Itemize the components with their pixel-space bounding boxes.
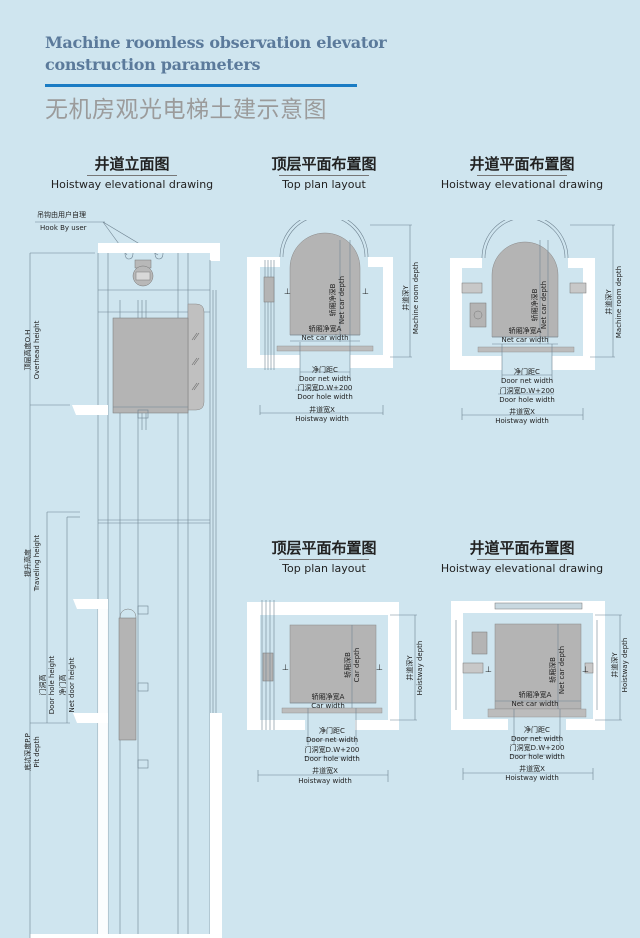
hook-label-cn: 吊钩由用户自理 bbox=[37, 210, 86, 219]
heading-hoistway-plan-1: 井道平面布置图 Hoistway elevational drawing bbox=[422, 154, 622, 192]
rail-bracket-icon: ⊥ bbox=[582, 665, 589, 674]
hoistway-width-en: Hoistway width bbox=[495, 417, 549, 425]
heading-top-plan-1: 顶层平面布置图 Top plan layout bbox=[224, 154, 424, 192]
hoistway-depth-cn: 井道深Y bbox=[405, 655, 414, 681]
hoistway-width-cn: 井道宽X bbox=[309, 405, 335, 414]
hole-width-cn: 门洞宽D.W+200 bbox=[298, 383, 353, 392]
hoistway-width-en: Hoistway width bbox=[295, 415, 349, 423]
heading-top-plan-2: 顶层平面布置图 Top plan layout bbox=[224, 538, 424, 576]
hole-width-en: Door hole width bbox=[304, 755, 360, 763]
hoistway-width-cn: 井道宽X bbox=[312, 766, 338, 775]
hoistway-depth-cn: 井道深Y bbox=[604, 289, 613, 315]
door-hole-label-cn: 门洞高 bbox=[38, 675, 47, 696]
heading-rule bbox=[477, 175, 567, 176]
hole-width-en: Door hole width bbox=[499, 396, 555, 404]
car-width-cn: 轿厢净宽A bbox=[309, 324, 342, 333]
title-en: Machine roomless observation elevator co… bbox=[45, 32, 387, 76]
heading-cn: 井道平面布置图 bbox=[469, 539, 575, 557]
car-depth-cn: 轿厢净深B bbox=[328, 283, 337, 316]
door-width-cn: 净门距C bbox=[524, 725, 550, 734]
heading-cn: 顶层平面布置图 bbox=[271, 155, 377, 173]
hoistway-depth-cn: 井道深Y bbox=[401, 285, 410, 311]
overhead-label-en: Overhead height bbox=[33, 320, 41, 379]
pit-label-cn: 底坑深度P.P bbox=[23, 733, 32, 771]
top-plan-layout-1: ⊥ ⊥ 轿厢净宽A Net car width 轿厢净深B Net car de… bbox=[247, 220, 420, 423]
heading-en: Top plan layout bbox=[282, 178, 366, 191]
car-depth-en: Car depth bbox=[353, 648, 361, 683]
rail-bracket-icon: ⊥ bbox=[485, 665, 492, 674]
door-width-en: Door net width bbox=[511, 735, 563, 743]
door-width-cn: 净门距C bbox=[514, 367, 540, 376]
hole-width-cn: 门洞宽D.W+200 bbox=[510, 743, 565, 752]
heading-hoistway-plan-2: 井道平面布置图 Hoistway elevational drawing bbox=[422, 538, 622, 576]
heading-en: Top plan layout bbox=[282, 562, 366, 575]
car-width-cn: 轿厢净宽A bbox=[312, 692, 345, 701]
hoistway-depth-en: Machine room depth bbox=[412, 262, 420, 334]
door-width-en: Door net width bbox=[306, 736, 358, 744]
pit-label-en: Pit depth bbox=[33, 736, 41, 767]
hoistway-width-en: Hoistway width bbox=[505, 774, 559, 782]
car-depth-cn: 轿厢净深B bbox=[530, 288, 539, 321]
hoistway-plan-layout-1: 轿厢净宽A Net car width 轿厢净深B Net car depth … bbox=[450, 220, 623, 425]
heading-cn: 井道立面图 bbox=[94, 155, 170, 173]
car-width-en: Net car width bbox=[501, 336, 548, 344]
net-door-label-cn: 净门高 bbox=[58, 675, 67, 696]
heading-cn: 顶层平面布置图 bbox=[271, 539, 377, 557]
heading-cn: 井道平面布置图 bbox=[469, 155, 575, 173]
title-en-line2: construction parameters bbox=[45, 55, 261, 74]
hole-width-en: Door hole width bbox=[297, 393, 353, 401]
top-plan-layout-2: ⊥ ⊥ 轿厢净宽A Car width 轿厢深B Car depth 净门距C … bbox=[247, 600, 424, 785]
title-en-line1: Machine roomless observation elevator bbox=[45, 33, 387, 52]
car-depth-cn: 轿厢深B bbox=[343, 652, 352, 678]
net-door-label-en: Net door height bbox=[68, 657, 76, 712]
hole-width-cn: 门洞宽D.W+200 bbox=[305, 745, 360, 754]
heading-rule bbox=[279, 559, 369, 560]
hook-label-en: Hook By user bbox=[40, 224, 87, 232]
heading-rule bbox=[477, 559, 567, 560]
hoistway-width-en: Hoistway width bbox=[298, 777, 352, 785]
car-width-en: Net car width bbox=[301, 334, 348, 342]
car-width-cn: 轿厢净宽A bbox=[509, 326, 542, 335]
hoistway-depth-cn: 井道深Y bbox=[610, 652, 619, 678]
heading-en: Hoistway elevational drawing bbox=[50, 178, 214, 191]
car-width-en: Net car width bbox=[511, 700, 558, 708]
car-depth-en: Net car depth bbox=[558, 646, 566, 694]
door-width-cn: 净门距C bbox=[312, 365, 338, 374]
door-width-en: Door net width bbox=[299, 375, 351, 383]
car-width-cn: 轿厢净宽A bbox=[519, 690, 552, 699]
title-cn: 无机房观光电梯土建示意图 bbox=[45, 97, 327, 123]
car-width-en: Car width bbox=[311, 702, 345, 710]
heading-elevation: 井道立面图 Hoistway elevational drawing bbox=[32, 154, 232, 192]
overhead-label-cn: 顶层高度O.H bbox=[23, 330, 32, 371]
hoistway-width-cn: 井道宽X bbox=[509, 407, 535, 416]
travel-label-cn: 提升高度 bbox=[23, 549, 32, 577]
hoistway-elevation-drawing: 吊钩由用户自理 Hook By user 顶层高度O.H bbox=[23, 210, 222, 938]
hoistway-depth-en: Hoistway depth bbox=[416, 641, 424, 696]
hoistway-depth-en: Machine room depth bbox=[615, 266, 623, 338]
hoistway-width-cn: 井道宽X bbox=[519, 764, 545, 773]
rail-bracket-icon: ⊥ bbox=[362, 287, 369, 296]
door-width-en: Door net width bbox=[501, 377, 553, 385]
heading-en: Hoistway elevational drawing bbox=[440, 178, 604, 191]
rail-bracket-icon: ⊥ bbox=[282, 663, 289, 672]
rail-bracket-icon: ⊥ bbox=[376, 663, 383, 672]
heading-rule bbox=[279, 175, 369, 176]
heading-en: Hoistway elevational drawing bbox=[440, 562, 604, 575]
car-depth-cn: 轿厢深B bbox=[548, 657, 557, 683]
car-depth-en: Net car depth bbox=[540, 281, 548, 329]
hole-width-en: Door hole width bbox=[509, 753, 565, 761]
heading-rule bbox=[87, 175, 177, 176]
door-hole-label-en: Door hole height bbox=[48, 655, 56, 714]
hoistway-depth-en: Hoistway depth bbox=[621, 638, 629, 693]
hole-width-cn: 门洞宽D.W+200 bbox=[500, 386, 555, 395]
car-depth-en: Net car depth bbox=[338, 276, 346, 324]
rail-bracket-icon: ⊥ bbox=[284, 287, 291, 296]
title-rule bbox=[45, 84, 357, 87]
travel-label-en: Traveling height bbox=[33, 535, 41, 592]
door-width-cn: 净门距C bbox=[319, 726, 345, 735]
hoistway-plan-layout-2: ⊥ ⊥ 轿厢净宽A Net car width 轿厢深B Net car dep… bbox=[451, 601, 629, 782]
